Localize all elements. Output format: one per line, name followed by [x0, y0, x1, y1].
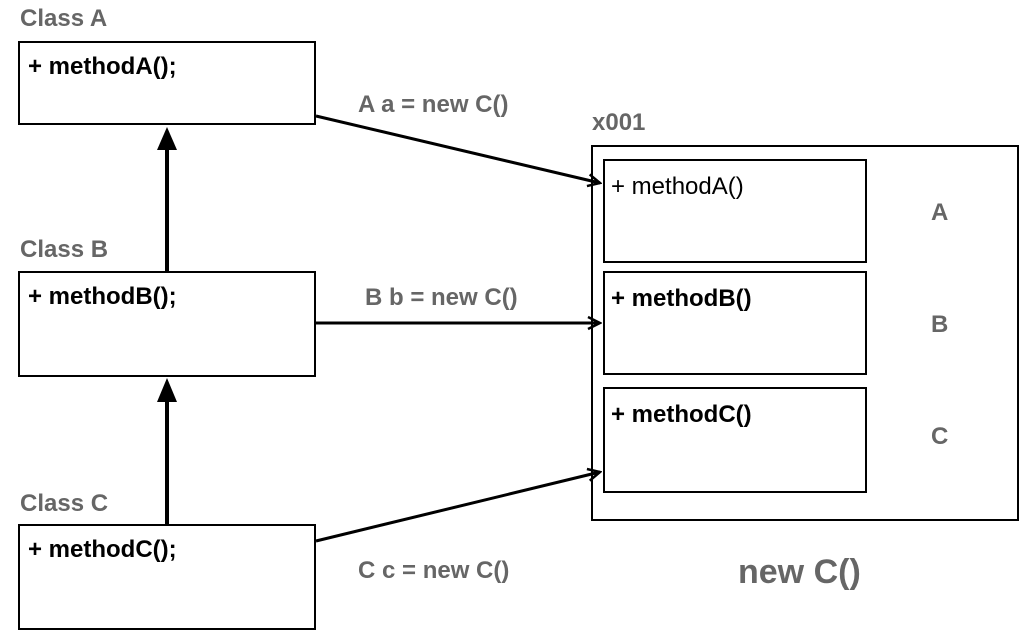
- object-letter-a: A: [931, 199, 949, 226]
- assign-a-label: A a = new C(): [358, 91, 509, 118]
- class-b-box: + methodB();: [18, 271, 316, 377]
- object-section-a: + methodA(): [603, 159, 867, 263]
- class-c-method: + methodC();: [28, 536, 177, 563]
- class-b-method: + methodB();: [28, 283, 177, 310]
- ref-a-arrow: [315, 114, 600, 183]
- object-method-b: + methodB(): [611, 285, 752, 312]
- object-method-a: + methodA(): [611, 173, 744, 200]
- object-section-c: + methodC(): [603, 387, 867, 493]
- object-address: x001: [592, 109, 646, 136]
- object-letter-c: C: [931, 423, 949, 450]
- ref-c-arrow: [315, 472, 600, 543]
- class-a-method: + methodA();: [28, 53, 177, 80]
- inherit-b-to-a-head: [157, 127, 177, 150]
- object-letter-b: B: [931, 311, 949, 338]
- object-method-c: + methodC(): [611, 401, 752, 428]
- object-section-b: + methodB(): [603, 271, 867, 375]
- class-a-box: + methodA();: [18, 41, 316, 125]
- class-c-title: Class C: [20, 490, 109, 517]
- class-c-box: + methodC();: [18, 524, 316, 630]
- assign-b-label: B b = new C(): [365, 284, 518, 311]
- inherit-c-to-b-head: [157, 378, 177, 402]
- object-caption: new C(): [738, 553, 861, 591]
- class-a-title: Class A: [20, 5, 108, 32]
- class-b-title: Class B: [20, 236, 109, 263]
- assign-c-label: C c = new C(): [358, 557, 510, 584]
